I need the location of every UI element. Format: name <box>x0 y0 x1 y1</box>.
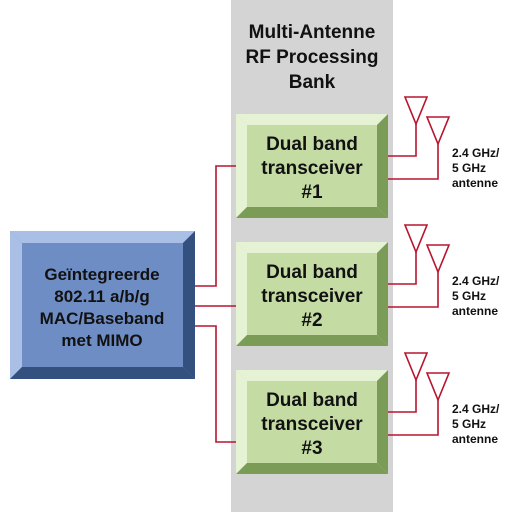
rf-bank-title-line-1: Multi-Antenne <box>249 22 376 43</box>
transceiver-1-antenna-label-line-2: 5 GHz <box>452 161 486 175</box>
transceiver-3-antenna-wire-b <box>388 400 439 436</box>
transceiver-2-antenna-label-line-3: antenne <box>452 304 498 318</box>
transceiver-1-bevel-top <box>236 114 388 125</box>
mac-block-label-line-3: MAC/Baseband <box>40 309 165 328</box>
transceiver-1-antenna-wire-b <box>388 144 439 180</box>
transceiver-2-bevel-bottom <box>236 335 388 346</box>
transceiver-3-bevel-bottom <box>236 463 388 474</box>
transceiver-3-bevel-left <box>236 370 247 474</box>
transceiver-1-face <box>236 114 388 218</box>
wire-mac-to-transceiver-3 <box>195 325 236 443</box>
transceiver-1-bevel-bottom <box>236 207 388 218</box>
transceiver-2-bevel-left <box>236 242 247 346</box>
mac-block-bevel-right <box>183 231 195 379</box>
transceiver-block-1: Dual band transceiver #1 2.4 GHz/ 5 GHz … <box>236 96 500 218</box>
mac-block-bevel-bottom <box>10 367 195 379</box>
transceiver-block-2: Dual band transceiver #2 2.4 GHz/ 5 GHz … <box>236 224 500 346</box>
mac-block-bevel-top <box>10 231 195 243</box>
antenna-icon <box>425 116 451 147</box>
mac-block-label-line-4: met MIMO <box>61 331 142 350</box>
transceiver-3-face <box>236 370 388 474</box>
mac-block-label-line-1: Geïntegreerde <box>44 265 159 284</box>
mac-block-label-line-2: 802.11 a/b/g <box>54 287 149 306</box>
antenna-icon <box>403 352 429 383</box>
antenna-icon <box>425 244 451 275</box>
transceiver-3-bevel-top <box>236 370 388 381</box>
transceiver-1-label-line-1: Dual band <box>266 134 358 155</box>
transceiver-3-antenna-wire-a <box>388 380 417 413</box>
transceiver-3-bevel-right <box>377 370 388 474</box>
transceiver-3-antenna-label-line-1: 2.4 GHz/ <box>452 402 500 416</box>
transceiver-2-antenna-label-line-1: 2.4 GHz/ <box>452 274 500 288</box>
antenna-icon <box>403 224 429 255</box>
transceiver-block-3: Dual band transceiver #3 2.4 GHz/ 5 GHz … <box>236 352 500 474</box>
wire-mac-to-transceiver-1 <box>195 165 236 287</box>
transceiver-1-bevel-left <box>236 114 247 218</box>
transceiver-2-label-line-3: #2 <box>301 310 322 331</box>
rf-bank-title: Multi-Antenne RF Processing Bank <box>245 22 378 93</box>
transceiver-2-antenna-wire-b <box>388 272 439 308</box>
transceiver-2-antenna-label-line-2: 5 GHz <box>452 289 486 303</box>
transceiver-3-antenna-label-line-2: 5 GHz <box>452 417 486 431</box>
transceiver-1-antenna-wire-a <box>388 124 417 157</box>
transceiver-3-antenna-label-line-3: antenne <box>452 432 498 446</box>
transceiver-2-bevel-top <box>236 242 388 253</box>
transceiver-2-face <box>236 242 388 346</box>
transceiver-2-antenna-wire-a <box>388 252 417 285</box>
transceiver-2-label-line-2: transceiver <box>261 286 363 307</box>
rf-bank-title-line-3: Bank <box>289 72 336 93</box>
transceiver-3-label-line-3: #3 <box>301 438 322 459</box>
transceiver-2-label-line-1: Dual band <box>266 262 358 283</box>
transceiver-1-label-line-2: transceiver <box>261 158 363 179</box>
mac-block-bevel-left <box>10 231 22 379</box>
transceiver-1-antenna-label-line-1: 2.4 GHz/ <box>452 146 500 160</box>
mac-block-face <box>10 231 195 379</box>
connection-wires <box>195 165 236 443</box>
antenna-icon <box>425 372 451 403</box>
transceiver-1-antenna-label-line-3: antenne <box>452 176 498 190</box>
transceiver-group: Dual band transceiver #1 2.4 GHz/ 5 GHz … <box>236 96 500 474</box>
antenna-icon <box>403 96 429 127</box>
transceiver-1-label-line-3: #1 <box>301 182 323 203</box>
transceiver-2-bevel-right <box>377 242 388 346</box>
transceiver-1-bevel-right <box>377 114 388 218</box>
rf-bank-title-line-2: RF Processing <box>245 47 378 68</box>
mac-baseband-block: Geïntegreerde 802.11 a/b/g MAC/Baseband … <box>10 231 195 379</box>
transceiver-3-label-line-1: Dual band <box>266 390 358 411</box>
transceiver-3-label-line-2: transceiver <box>261 414 363 435</box>
